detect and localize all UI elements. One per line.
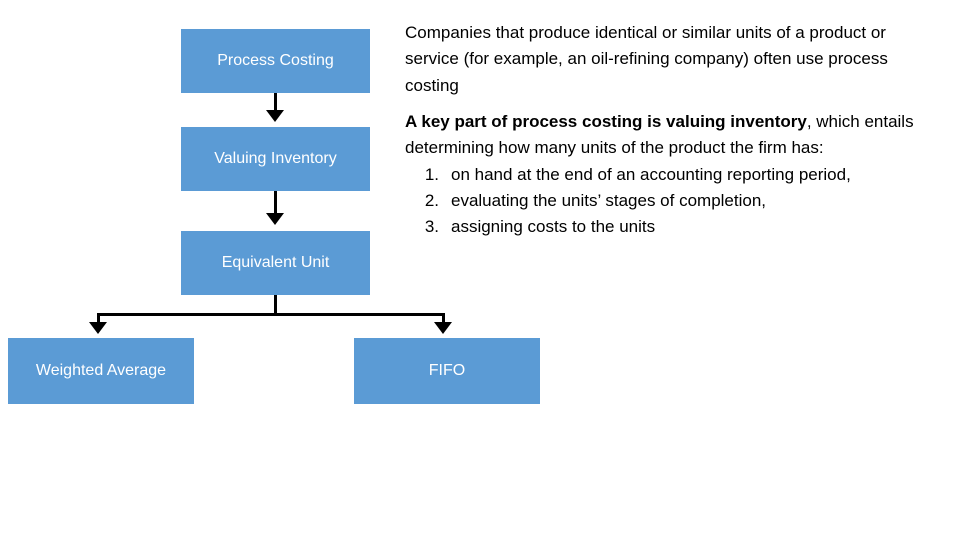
connector-line [97, 313, 100, 325]
node-process-costing[interactable]: Process Costing [181, 29, 370, 93]
node-fifo[interactable]: FIFO [354, 338, 540, 404]
node-equivalent-unit[interactable]: Equivalent Unit [181, 231, 370, 295]
paragraph-rest: , which entails determining how many uni… [405, 112, 914, 158]
node-weighted-average[interactable]: Weighted Average [8, 338, 194, 404]
paragraph-bold-lead: A key part of process costing is valuing… [405, 112, 807, 132]
list-item: 3. assigning costs to the units [405, 214, 925, 240]
connector-line [274, 191, 277, 214]
list-item-number: 1. [424, 164, 439, 184]
paragraph-valuing-inventory: A key part of process costing is valuing… [405, 109, 925, 162]
list-item-number: 3. [424, 217, 439, 237]
explanation-text: Companies that produce identical or simi… [405, 20, 925, 241]
node-process-costing-label: Process Costing [217, 52, 334, 70]
arrow-down-icon [266, 213, 284, 225]
arrow-down-icon [89, 322, 107, 334]
list-item-number: 2. [424, 191, 439, 211]
node-valuing-inventory[interactable]: Valuing Inventory [181, 127, 370, 191]
connector-line [97, 313, 445, 316]
connector-line [442, 313, 445, 325]
node-fifo-label: FIFO [428, 362, 466, 380]
node-weighted-average-label: Weighted Average [35, 362, 167, 380]
node-valuing-inventory-label: Valuing Inventory [214, 150, 337, 168]
connector-line [274, 295, 277, 315]
numbered-list: 1. on hand at the end of an accounting r… [405, 162, 925, 241]
list-item: 2. evaluating the units’ stages of compl… [405, 188, 925, 214]
connector-line [274, 93, 277, 113]
list-item-text: on hand at the end of an accounting repo… [451, 164, 851, 184]
list-item-text: assigning costs to the units [451, 217, 656, 237]
arrow-down-icon [434, 322, 452, 334]
arrow-down-icon [266, 110, 284, 122]
node-equivalent-unit-label: Equivalent Unit [221, 254, 330, 272]
paragraph-process-costing: Companies that produce identical or simi… [405, 23, 888, 95]
list-item-text: evaluating the units’ stages of completi… [451, 191, 767, 211]
list-item: 1. on hand at the end of an accounting r… [405, 162, 925, 188]
